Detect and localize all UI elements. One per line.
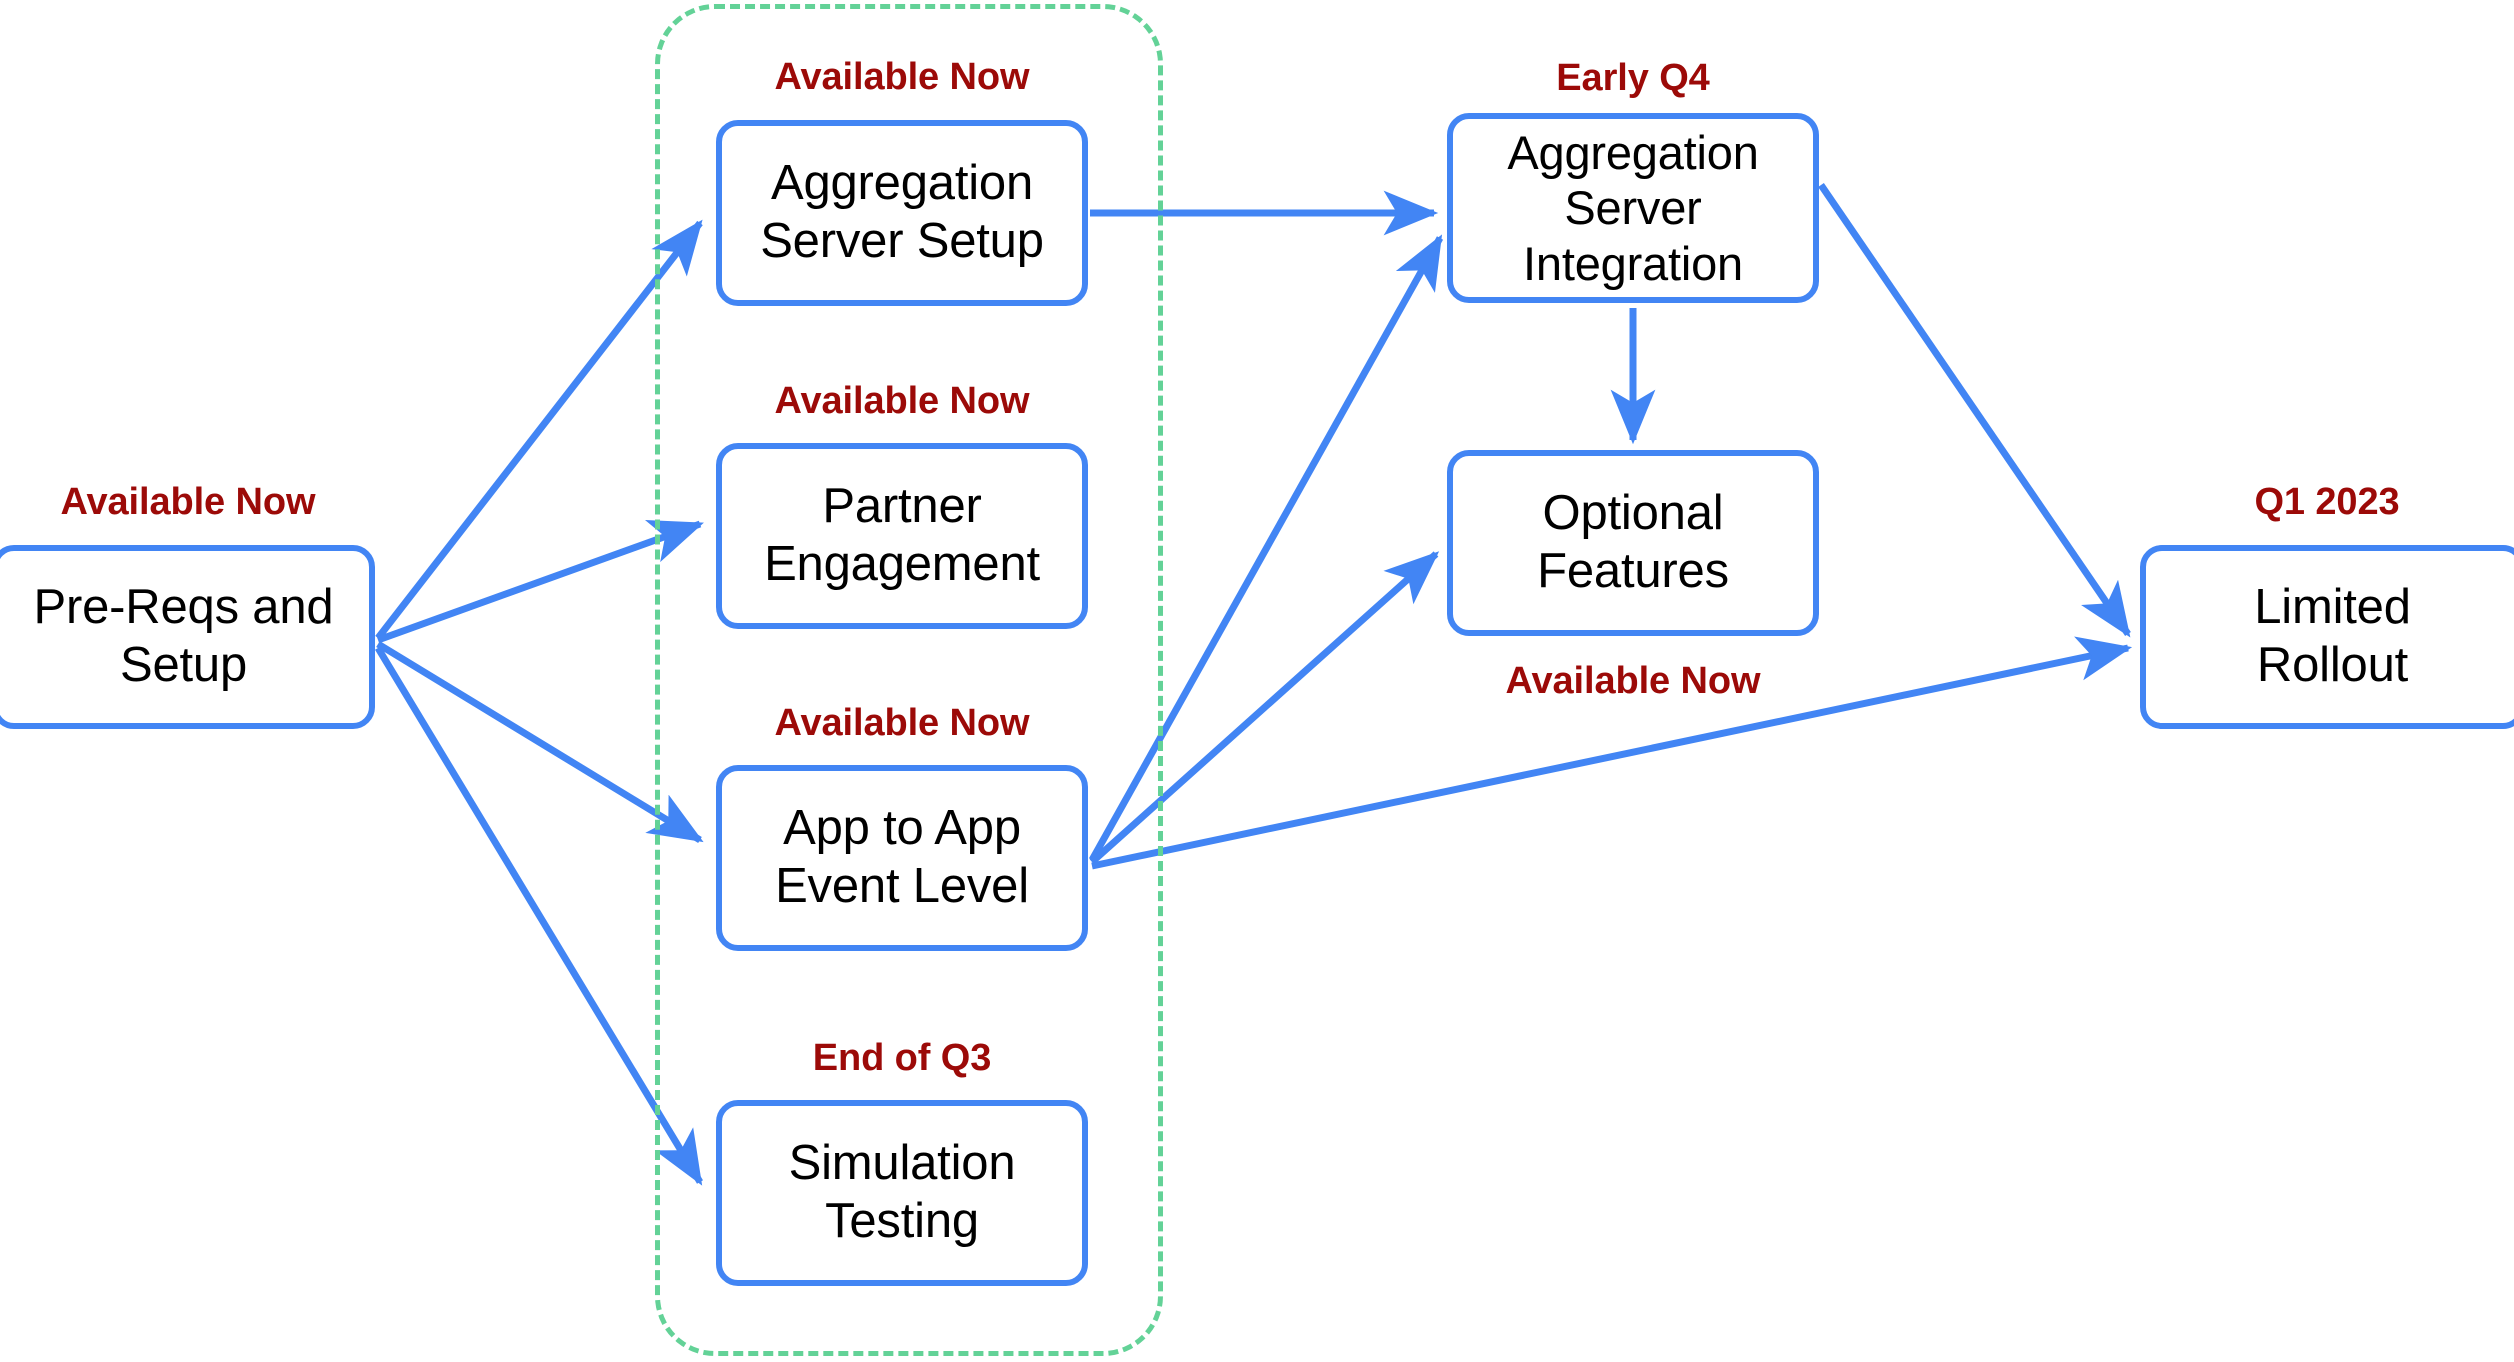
edge-prereqs-to-simulation-testing xyxy=(375,646,703,1186)
edge-prereqs-to-partner-engagement xyxy=(376,520,704,644)
node-aggregation-server-setup[interactable]: Aggregation Server Setup xyxy=(716,120,1088,306)
edge-app-to-app-to-limited-rollout xyxy=(1091,636,2133,870)
edge-app-to-app-to-optional-features xyxy=(1089,551,1440,865)
edge-prereqs-to-aggregation-setup xyxy=(375,219,703,641)
tag-optional-features: Available Now xyxy=(1505,660,1761,702)
tag-partner-engagement: Available Now xyxy=(774,380,1030,422)
edge-app-to-app-to-integration xyxy=(1088,234,1444,862)
node-aggregation-server-integration[interactable]: Aggregation Server Integration xyxy=(1447,113,1819,303)
node-partner-engagement[interactable]: Partner Engagement xyxy=(716,443,1088,629)
edge-integration-to-limited-rollout xyxy=(1818,183,2131,638)
tag-limited-rollout: Q1 2023 xyxy=(2254,481,2400,523)
tag-aggregation-server-setup: Available Now xyxy=(774,56,1030,98)
node-pre-reqs-and-setup[interactable]: Pre-Reqs and Setup xyxy=(0,545,375,729)
tag-simulation-testing: End of Q3 xyxy=(812,1037,992,1079)
tag-pre-reqs-and-setup: Available Now xyxy=(60,481,316,523)
edge-prereqs-to-app-to-app xyxy=(376,641,704,843)
node-simulation-testing[interactable]: Simulation Testing xyxy=(716,1100,1088,1286)
tag-app-to-app-event-level: Available Now xyxy=(774,702,1030,744)
node-limited-rollout[interactable]: Limited Rollout xyxy=(2140,545,2514,729)
node-app-to-app-event-level[interactable]: App to App Event Level xyxy=(716,765,1088,951)
tag-aggregation-server-integration: Early Q4 xyxy=(1556,57,1710,99)
node-optional-features[interactable]: Optional Features xyxy=(1447,450,1819,636)
